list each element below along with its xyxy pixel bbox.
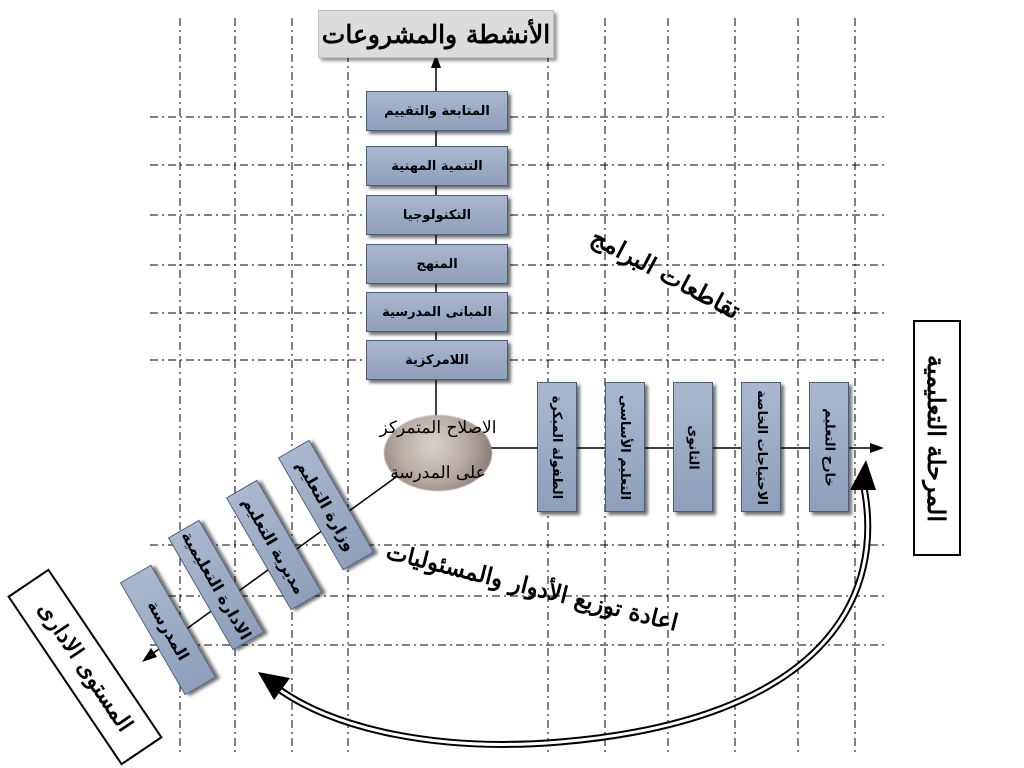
program-box: الاحتياجات الخاصة bbox=[741, 382, 781, 512]
program-label: خارج التعليم bbox=[821, 407, 837, 487]
center-label-line2: على المدرسة bbox=[390, 463, 486, 483]
activities-title: الأنشطة والمشروعات bbox=[318, 10, 554, 58]
program-label: الثانوى bbox=[685, 424, 701, 470]
activity-box: التكنولوجيا bbox=[366, 195, 508, 235]
activity-box: التنمية المهنية bbox=[366, 146, 508, 186]
educational-stage-box: المرحلة التعليمية bbox=[913, 320, 961, 556]
center-label-line1: الاصلاح المتمركز bbox=[379, 418, 497, 438]
program-box: الثانوى bbox=[673, 382, 713, 512]
program-label: التعليم الأساسى bbox=[617, 394, 633, 500]
program-box: الطفولة المبكرة bbox=[537, 382, 577, 512]
program-label: الطفولة المبكرة bbox=[549, 395, 565, 499]
activity-box: اللامركزية bbox=[366, 340, 508, 380]
activity-box: المنهج bbox=[366, 244, 508, 284]
program-box: خارج التعليم bbox=[809, 382, 849, 512]
school-reform-image bbox=[384, 415, 492, 491]
program-box: التعليم الأساسى bbox=[605, 382, 645, 512]
activity-box: المبانى المدرسية bbox=[366, 292, 508, 332]
program-label: الاحتياجات الخاصة bbox=[753, 389, 769, 505]
activity-box: المتابعة والتقييم bbox=[366, 91, 508, 131]
center-label: الاصلاح المتمركز على المدرسة bbox=[358, 406, 518, 496]
educational-stage-label: المرحلة التعليمية bbox=[922, 354, 952, 522]
